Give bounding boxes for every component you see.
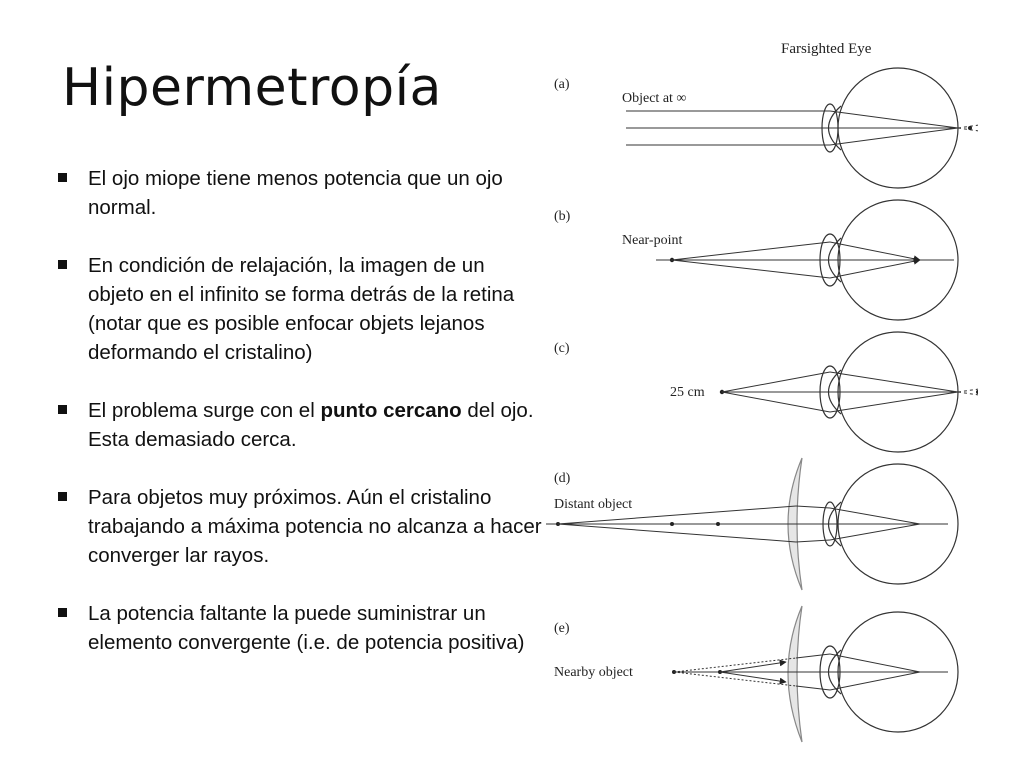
ray	[795, 653, 831, 659]
panel-b-letter: (b)	[554, 209, 571, 224]
panel-e-letter: (e)	[554, 621, 570, 636]
bullet-square-icon	[58, 173, 67, 182]
ray	[829, 110, 959, 129]
ray	[721, 371, 831, 393]
ray	[957, 388, 978, 393]
ray	[957, 127, 978, 132]
ray	[721, 391, 831, 413]
ray	[829, 371, 959, 393]
panel-b-label: Near-point	[622, 233, 682, 248]
bullet-item: Para objetos muy próximos. Aún el crista…	[56, 483, 546, 570]
ray	[795, 539, 831, 543]
ray	[829, 653, 921, 673]
ray	[719, 659, 787, 673]
bullet-text: Para objetos muy próximos. Aún el crista…	[88, 486, 542, 567]
bullet-bold-text: punto cercano	[320, 399, 462, 422]
bullet-square-icon	[58, 492, 67, 501]
slide-title: Hipermetropía	[62, 58, 442, 118]
corrective-lens	[787, 605, 803, 743]
ray	[719, 671, 787, 685]
bullet-text: El problema surge con el	[88, 399, 321, 422]
panel-a-label: Object at ∞	[622, 91, 686, 106]
ray	[795, 685, 831, 691]
ray	[671, 259, 831, 279]
panel-c-letter: (c)	[554, 341, 570, 356]
ray	[829, 523, 921, 541]
ray	[829, 241, 921, 263]
figure-title: Farsighted Eye	[781, 41, 872, 57]
ray	[673, 657, 797, 673]
bullet-item: El problema surge con el punto cercano d…	[56, 396, 546, 454]
bullet-list: El ojo miope tiene menos potencia que un…	[56, 164, 546, 686]
ray	[557, 523, 797, 543]
ray	[829, 257, 921, 279]
image-dot	[670, 522, 674, 526]
bullet-text: En condición de relajación, la imagen de…	[88, 254, 515, 364]
ray	[671, 241, 831, 261]
panel-c: (c) 25 cm	[554, 331, 978, 453]
panel-d-letter: (d)	[554, 471, 571, 486]
panel-c-label: 25 cm	[670, 385, 705, 400]
image-dot	[716, 522, 720, 526]
bullet-item: La potencia faltante la puede suministra…	[56, 599, 546, 657]
ray	[957, 391, 978, 396]
bullet-text: La potencia faltante la puede suministra…	[88, 602, 525, 654]
panel-e-label: Nearby object	[554, 665, 633, 680]
ray	[557, 505, 797, 525]
bullet-square-icon	[58, 260, 67, 269]
bullet-square-icon	[58, 405, 67, 414]
focal-point	[968, 126, 972, 130]
bullet-square-icon	[58, 608, 67, 617]
bullet-item: En condición de relajación, la imagen de…	[56, 251, 546, 367]
panel-d: (d) Distant object	[546, 457, 959, 591]
panel-a-letter: (a)	[554, 77, 570, 92]
panel-d-label: Distant object	[554, 497, 632, 512]
bullet-text: del ojo. Esta demasiado cerca.	[88, 399, 534, 451]
ray	[829, 391, 959, 413]
panel-e: (e) Nearby object	[554, 605, 959, 743]
ray	[673, 671, 797, 687]
ray	[829, 127, 959, 146]
ray	[795, 505, 831, 509]
ray	[829, 507, 921, 525]
bullet-text: El ojo miope tiene menos potencia que un…	[88, 167, 503, 219]
ray	[829, 671, 921, 691]
bullet-item: El ojo miope tiene menos potencia que un…	[56, 164, 546, 222]
panel-b: (b) Near-point	[554, 199, 959, 321]
focal-point	[976, 390, 978, 394]
panel-a: (a) Object at ∞	[554, 67, 978, 189]
farsighted-eye-figure: Farsighted Eye (a) Object at ∞ (b) Near-…	[546, 41, 978, 743]
ray	[957, 124, 978, 129]
